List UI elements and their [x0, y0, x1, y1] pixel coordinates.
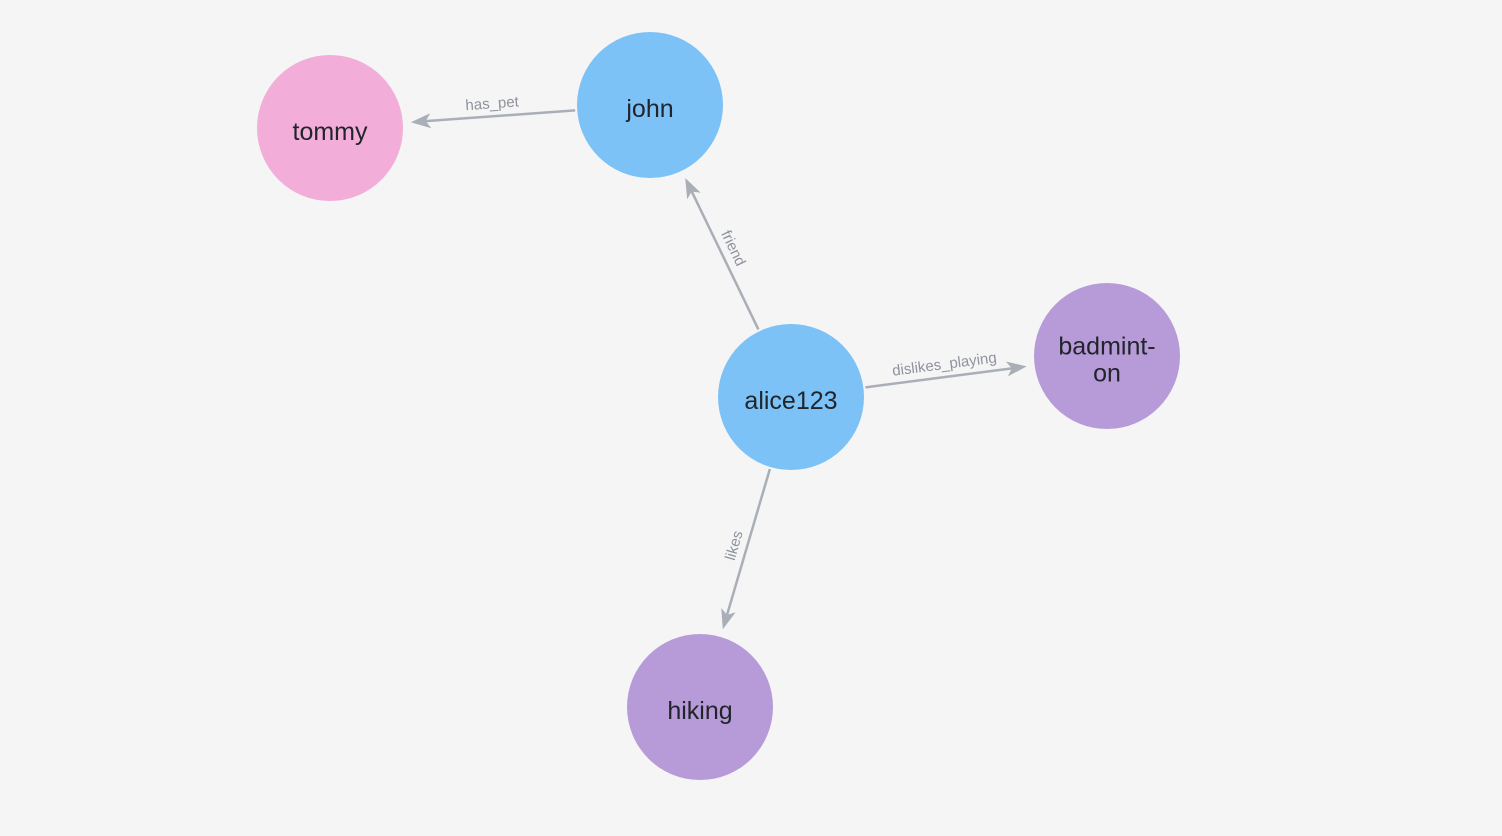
edge-likes-line[interactable]	[725, 468, 772, 618]
node-alice123-circle[interactable]	[718, 324, 864, 470]
edge-friend-line[interactable]	[689, 189, 760, 331]
edge-dislikes_playing-line[interactable]	[865, 366, 1014, 389]
edge-friend-arrowhead-icon	[685, 177, 701, 200]
edge-likes-arrowhead-icon	[721, 607, 736, 630]
node-tommy: tommy	[257, 55, 403, 201]
node-badminton: badmint-on	[1034, 283, 1180, 429]
edge-has_pet-label[interactable]: has_pet	[465, 93, 520, 114]
node-alice123: alice123	[718, 324, 864, 470]
edge-has_pet: has_pet	[410, 93, 576, 129]
edge-dislikes_playing-arrowhead-icon	[1005, 361, 1027, 377]
node-john: john	[577, 32, 723, 178]
node-badminton-circle[interactable]	[1034, 283, 1180, 429]
edge-dislikes_playing: dislikes_playing	[865, 349, 1027, 389]
node-tommy-circle[interactable]	[257, 55, 403, 201]
node-hiking: hiking	[627, 634, 773, 780]
edge-has_pet-line[interactable]	[423, 109, 576, 123]
node-john-circle[interactable]	[577, 32, 723, 178]
node-hiking-circle[interactable]	[627, 634, 773, 780]
edge-has_pet-arrowhead-icon	[410, 113, 432, 129]
